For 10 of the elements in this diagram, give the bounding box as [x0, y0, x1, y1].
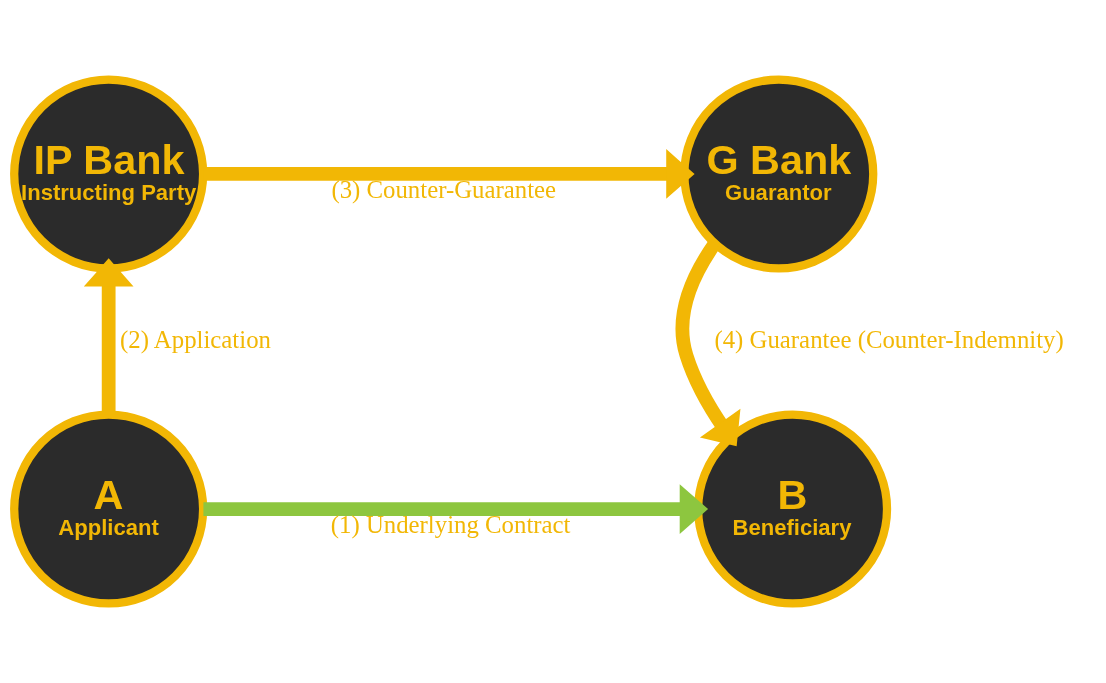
- edge-label: (4) Guarantee (Counter-Indemnity): [714, 325, 1064, 353]
- node-circle: IP Bank Instructing Party: [10, 75, 208, 273]
- arrow: [203, 149, 695, 199]
- node-circle: A Applicant: [10, 410, 208, 608]
- node-circle: G Bank Guarantor: [680, 75, 878, 273]
- edge-label: (3) Counter-Guarantee: [331, 175, 557, 203]
- arrow: [675, 240, 741, 447]
- edge-label: (2) Application: [120, 325, 271, 353]
- arrow: [203, 484, 709, 534]
- edge-label: (1) Underlying Contract: [330, 511, 571, 539]
